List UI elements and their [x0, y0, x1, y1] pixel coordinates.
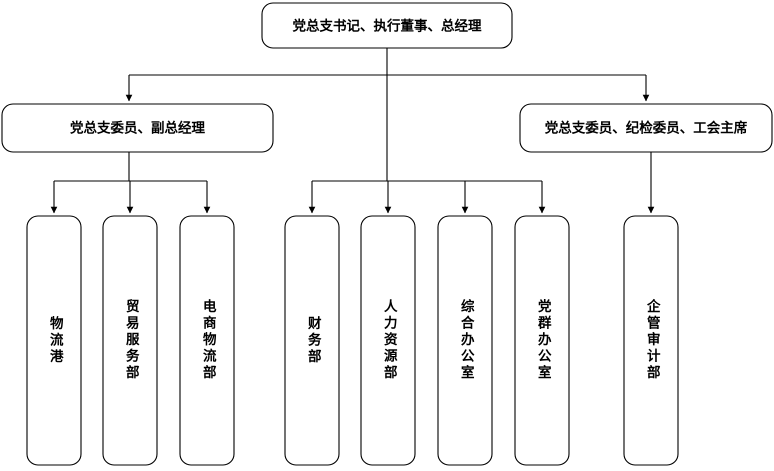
node-enterprise-audit-box[interactable] — [623, 215, 679, 466]
node-general-office-box[interactable] — [437, 215, 493, 466]
node-human-resources-box[interactable] — [360, 215, 416, 466]
level3-boxes — [26, 215, 679, 466]
node-trade-service-box[interactable] — [102, 215, 158, 466]
node-discipline-union-label: 党总支委员、纪检委员、工会主席 — [545, 120, 748, 137]
node-deputy-gm[interactable]: 党总支委员、副总经理 — [1, 103, 274, 153]
node-discipline-union-box[interactable] — [519, 103, 773, 153]
node-finance-box[interactable] — [284, 215, 340, 466]
node-deputy-gm-box[interactable] — [1, 103, 274, 153]
node-ecommerce-logistics-box[interactable] — [179, 215, 235, 466]
node-deputy-gm-label: 党总支委员、副总经理 — [70, 120, 205, 137]
node-top-label: 党总支书记、执行董事、总经理 — [293, 18, 482, 35]
node-party-mass-office-box[interactable] — [514, 215, 570, 466]
node-logistics-port-box[interactable] — [26, 215, 82, 466]
connector-layer — [50, 48, 655, 214]
node-top-box[interactable] — [261, 2, 513, 49]
node-discipline-union[interactable]: 党总支委员、纪检委员、工会主席 — [519, 103, 773, 153]
node-top[interactable]: 党总支书记、执行董事、总经理 — [261, 2, 513, 49]
